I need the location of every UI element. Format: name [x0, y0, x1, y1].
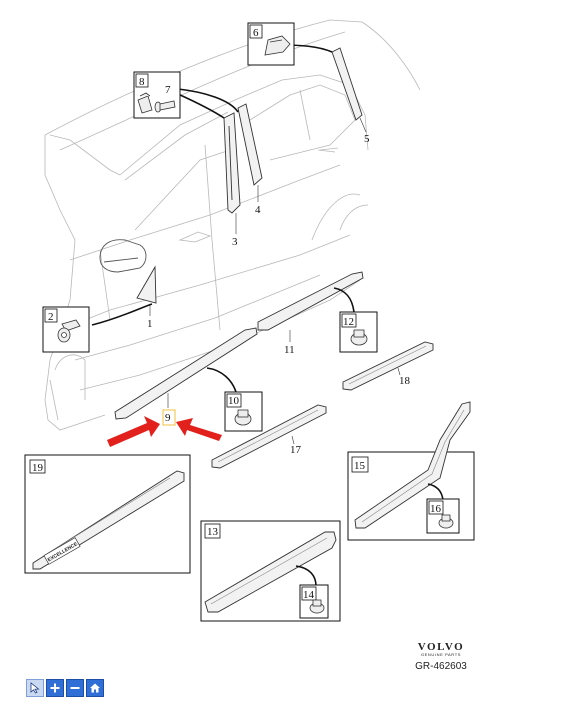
part-box-19: EXCELLENCE [24, 454, 191, 574]
callout-13: 13 [207, 526, 219, 538]
home-icon [90, 683, 100, 693]
callout-8: 8 [139, 76, 145, 88]
callout-10: 10 [228, 395, 240, 407]
callout-2: 2 [48, 311, 54, 323]
pointer-icon [30, 682, 40, 694]
pointer-button[interactable] [26, 679, 44, 697]
bolt-icon [57, 319, 81, 343]
part-1-cover [136, 265, 157, 304]
clip-icon [234, 409, 252, 426]
part-4-pillar-trim [237, 103, 263, 186]
callout-15: 15 [354, 460, 366, 472]
screw-icon [154, 100, 176, 113]
callout-9: 9 [165, 412, 171, 424]
part-3-pillar-trim [223, 112, 241, 214]
callout-numbers: 1 2 3 4 5 6 7 8 9 10 11 12 13 14 15 16 1… [32, 27, 442, 601]
viewer-toolbar [26, 679, 104, 697]
home-button[interactable] [86, 679, 104, 697]
door-mirror [99, 239, 147, 273]
clip-icon [137, 92, 153, 114]
callout-14: 14 [303, 589, 315, 601]
car-outline [44, 19, 421, 431]
zoom-in-icon [50, 683, 60, 693]
clip-icon [309, 599, 325, 614]
callout-box-10 [224, 391, 263, 432]
callout-box-8-7 [133, 71, 181, 119]
callout-11: 11 [284, 344, 295, 356]
zoom-out-button[interactable] [66, 679, 84, 697]
leader-lines [91, 44, 355, 393]
callout-12: 12 [343, 316, 354, 328]
zoom-out-icon [70, 687, 80, 689]
part-box-13 [200, 520, 341, 622]
callout-16: 16 [430, 503, 442, 515]
callout-7: 7 [165, 84, 171, 96]
clip-icon [350, 329, 368, 346]
brand-subtitle: GENUINE PARTS [420, 652, 462, 657]
callout-box-2 [42, 306, 90, 353]
brand-logo: VOLVO [417, 641, 465, 653]
callout-box-12 [339, 311, 378, 353]
part-17-sill [211, 404, 327, 469]
callout-19: 19 [32, 462, 44, 474]
red-arrow-right [176, 418, 222, 441]
clip-icon [264, 35, 291, 56]
part-18-sill [342, 341, 434, 391]
part-box-15 [347, 401, 475, 541]
callout-4: 4 [255, 204, 261, 216]
callout-6: 6 [253, 27, 259, 39]
callout-box-6 [247, 22, 295, 66]
zoom-in-button[interactable] [46, 679, 64, 697]
red-arrow-left [107, 416, 160, 447]
callout-3: 3 [232, 236, 238, 248]
callout-17: 17 [290, 444, 302, 456]
part-5-pillar-trim [331, 47, 363, 121]
diagram-code: GR-462603 [415, 661, 467, 672]
highlight-box-9 [162, 409, 176, 426]
callout-18: 18 [399, 375, 411, 387]
clip-icon [438, 514, 454, 529]
part-9-moulding [114, 327, 258, 420]
callout-1: 1 [147, 318, 153, 330]
part-11-moulding [257, 271, 364, 331]
highlight-arrows [107, 416, 222, 447]
callout-5: 5 [364, 133, 370, 145]
